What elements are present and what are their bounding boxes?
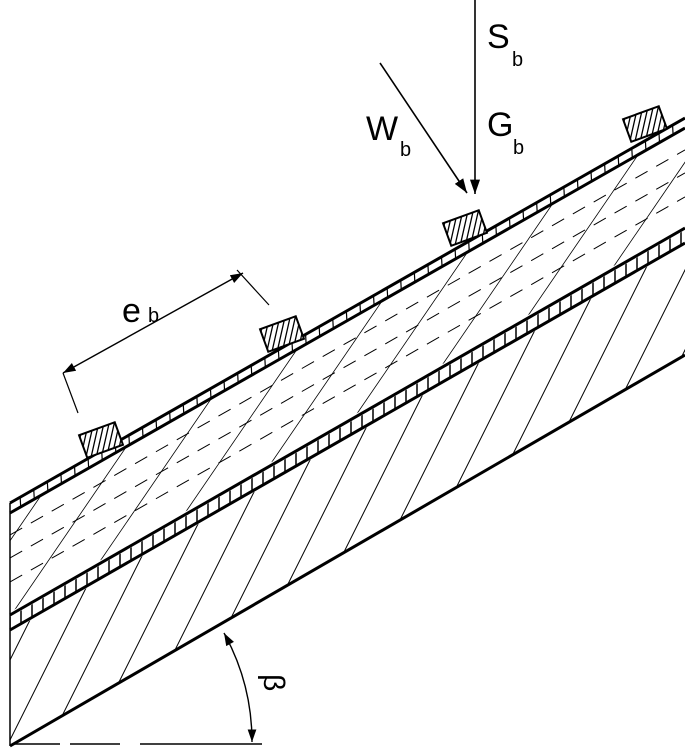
batten-spacing-subscript: b — [148, 305, 159, 327]
snow-load-label: S — [487, 18, 510, 56]
wind-load-arrow — [379, 62, 468, 194]
snow-load-subscript: b — [512, 49, 523, 71]
batten-group — [77, 104, 669, 460]
batten — [441, 208, 489, 248]
dead-load-label: G — [487, 106, 513, 144]
dead-load-subscript: b — [513, 137, 524, 159]
pitch-angle-indicator — [12, 632, 262, 745]
batten-spacing-label: e — [122, 292, 141, 330]
wind-load-label: W — [366, 110, 398, 148]
pitch-angle-label: β — [257, 674, 290, 691]
batten — [621, 104, 669, 144]
batten-spacing-dimension: e b — [62, 269, 270, 414]
wind-load-subscript: b — [400, 139, 411, 161]
